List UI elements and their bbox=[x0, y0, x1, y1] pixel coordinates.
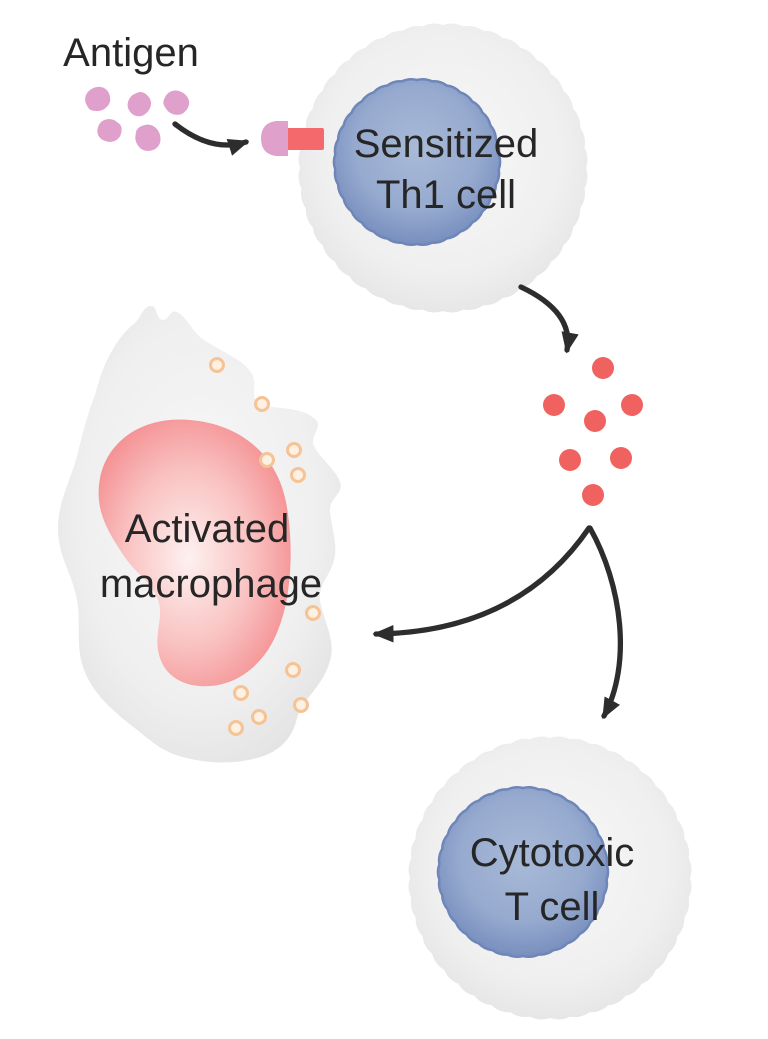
antigen-group: Antigen bbox=[63, 31, 199, 151]
antigen-label: Antigen bbox=[63, 31, 199, 75]
arrow-th1-to-cytokines bbox=[518, 284, 579, 354]
cytokine-dots bbox=[543, 357, 643, 506]
macrophage-granules bbox=[209, 357, 321, 736]
macrophage-nucleus bbox=[98, 419, 291, 687]
macrophage-granule bbox=[285, 662, 301, 678]
antigen-fragment bbox=[97, 119, 122, 142]
macrophage-granule bbox=[305, 605, 321, 621]
th1-receptor-antigen-cap bbox=[261, 121, 288, 156]
macrophage-granule bbox=[293, 697, 309, 713]
cytokine-dot bbox=[582, 484, 604, 506]
t-cell-label-line2: T cell bbox=[505, 885, 600, 929]
t-cell-nucleus bbox=[436, 785, 610, 959]
macrophage-cell: Activated macrophage bbox=[58, 306, 341, 763]
arrow-cytokines-to-t-cell bbox=[587, 525, 624, 720]
arrow-antigen-to-th1 bbox=[172, 121, 250, 156]
macrophage-label-line1: Activated bbox=[125, 507, 290, 551]
macrophage-granule bbox=[209, 357, 225, 373]
arrow-cytokines-to-macrophage bbox=[372, 525, 592, 643]
macrophage-granule bbox=[259, 452, 275, 468]
macrophage-granule bbox=[290, 467, 306, 483]
th1-label-line2: Th1 cell bbox=[376, 173, 516, 217]
cytokine-dot bbox=[559, 449, 581, 471]
antigen-fragment bbox=[163, 90, 190, 115]
cytokine-dot bbox=[584, 410, 606, 432]
macrophage-granule bbox=[254, 396, 270, 412]
t-cell-nucleus-shape bbox=[436, 785, 610, 959]
t-cell-label-line1: Cytotoxic bbox=[470, 831, 635, 875]
macrophage-granule bbox=[233, 685, 249, 701]
antigen-fragment bbox=[127, 91, 151, 117]
macrophage-label-line2: macrophage bbox=[100, 562, 322, 606]
macrophage-granule bbox=[251, 709, 267, 725]
arrows bbox=[172, 121, 624, 720]
cytokine-dot bbox=[543, 394, 565, 416]
cytokine-dot bbox=[610, 447, 632, 469]
th1-receptor-bar bbox=[284, 128, 324, 150]
th1-label-line1: Sensitized bbox=[354, 122, 539, 166]
th1-nucleus-shape bbox=[332, 77, 502, 247]
antigen-fragments bbox=[85, 86, 190, 151]
th1-cell: Sensitized Th1 cell bbox=[261, 23, 588, 313]
cytokine-dot bbox=[592, 357, 614, 379]
th1-nucleus bbox=[332, 77, 502, 247]
cytokine-dot bbox=[621, 394, 643, 416]
antigen-fragment bbox=[85, 86, 111, 111]
antigen-fragment bbox=[135, 124, 161, 151]
cytotoxic-t-cell: Cytotoxic T cell bbox=[408, 736, 692, 1020]
macrophage-granule bbox=[286, 442, 302, 458]
macrophage-granule bbox=[228, 720, 244, 736]
